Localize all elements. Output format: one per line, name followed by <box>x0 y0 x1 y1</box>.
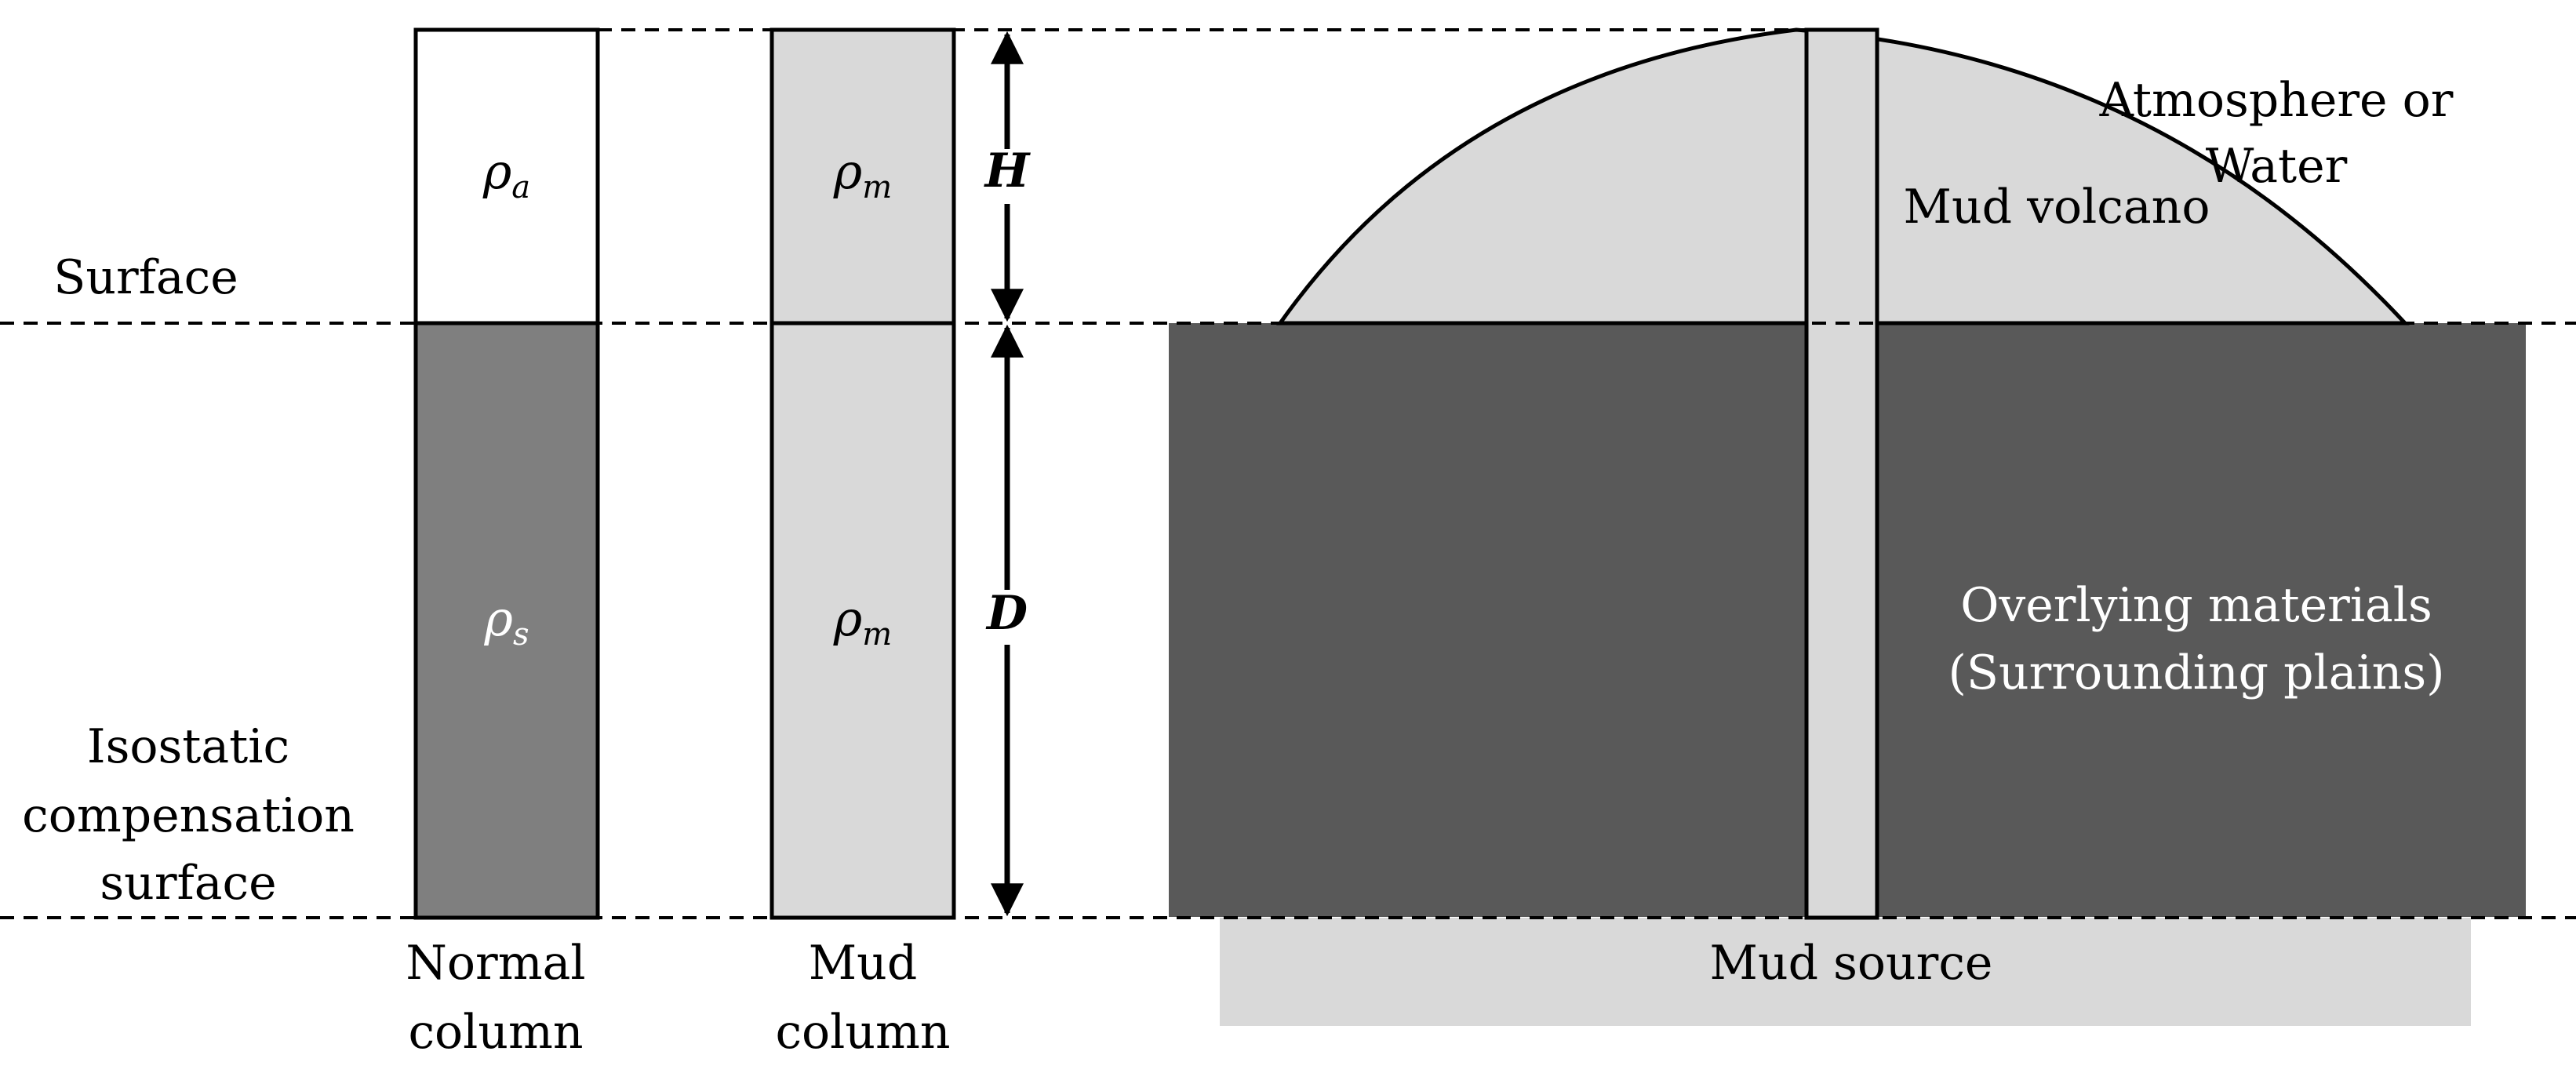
overlying-materials-label-line1: Overlying materials <box>1960 578 2432 633</box>
normal-column-caption-line2: column <box>408 1005 583 1060</box>
mud-source-block <box>1220 918 2471 1026</box>
mud-source-label: Mud source <box>1710 936 1993 991</box>
overlying-materials-label-line2: (Surrounding plains) <box>1948 646 2444 700</box>
normal-column-caption-line1: Normal <box>406 936 585 991</box>
height-label: H <box>984 144 1031 198</box>
mud-column-caption-line2: column <box>775 1005 950 1060</box>
density-mud-top: ρm <box>833 143 892 206</box>
surface-label: Surface <box>53 250 238 305</box>
mud-volcano-label: Mud volcano <box>1904 180 2210 235</box>
atmosphere-label-line2: Water <box>2206 139 2348 194</box>
mud-column-lower <box>770 321 956 920</box>
mud-conduit <box>1804 27 1879 920</box>
density-normal-bottom: ρs <box>484 590 529 653</box>
isostatic-label-line2: compensation <box>22 788 355 843</box>
density-normal-top: ρa <box>482 143 530 206</box>
mud-column-caption-line1: Mud <box>809 936 918 991</box>
depth-label: D <box>985 586 1028 641</box>
atmosphere-label-line1: Atmosphere or <box>2099 73 2454 128</box>
density-mud-bottom: ρm <box>833 590 892 653</box>
normal-column-lower <box>413 321 600 920</box>
isostatic-label-line3: surface <box>100 856 276 911</box>
isostatic-label-line1: Isostatic <box>87 719 289 774</box>
mud-column-upper <box>770 27 956 326</box>
